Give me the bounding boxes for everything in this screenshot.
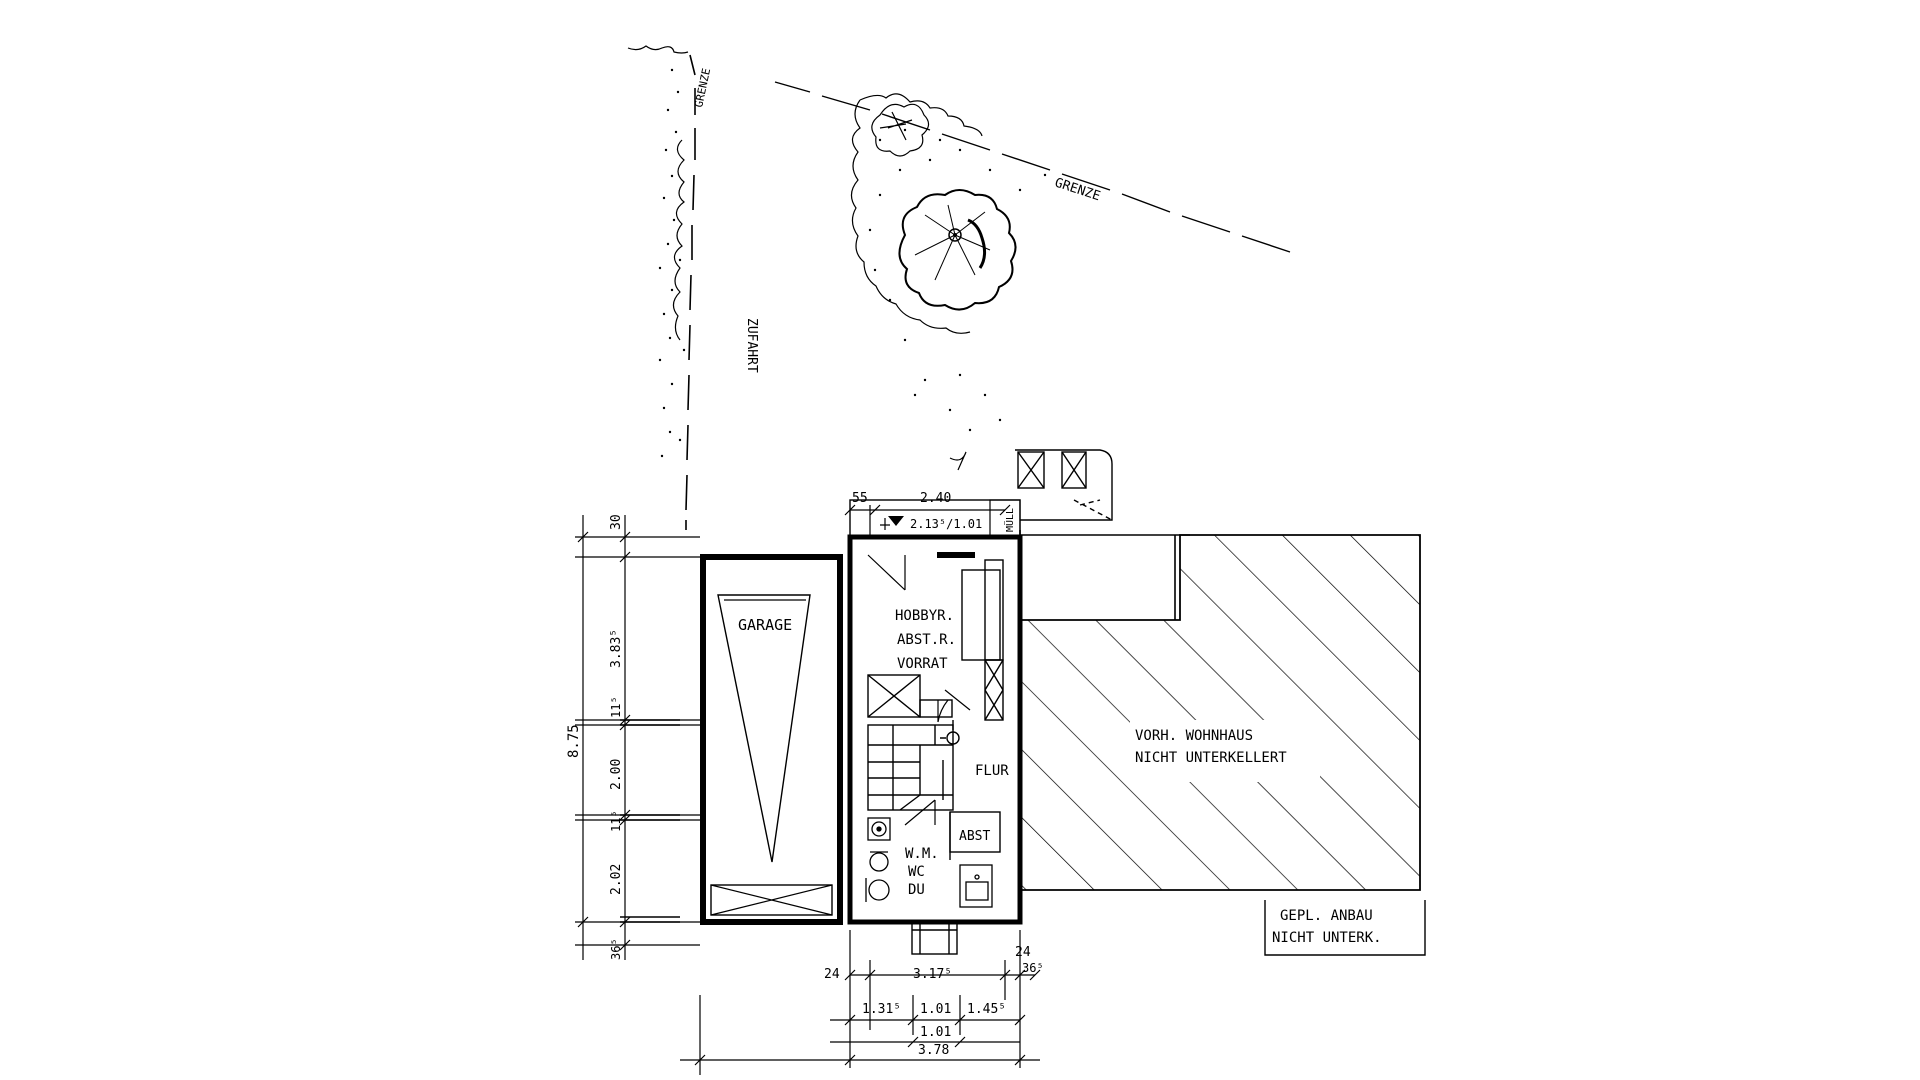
dim-b-365: 36⁵ (1022, 961, 1044, 975)
window-well (911, 921, 958, 955)
vegetation-dots-left (658, 68, 686, 458)
planned-extension-label-1: GEPL. ANBAU (1280, 908, 1373, 924)
left-dimension-chain (575, 515, 700, 960)
garage (700, 554, 843, 925)
dim-total-875: 8.75 (566, 724, 582, 758)
room-label-du: DU (908, 882, 925, 898)
garage-side-markers (620, 719, 680, 923)
garage-label: GARAGE (738, 616, 792, 634)
room-label-abst: ABST (959, 829, 990, 844)
muell-label: MÜLL (1003, 508, 1016, 532)
dim-top-240: 2.40 (920, 491, 951, 506)
room-label-hobby-3: VORRAT (897, 656, 948, 672)
dim-b-24-right: 24 (1015, 945, 1031, 960)
dim-v-3835: 3.83⁵ (609, 629, 624, 668)
existing-house-label-1: VORH. WOHNHAUS (1135, 728, 1253, 744)
storage-shelves (867, 559, 1004, 721)
abst-room (949, 811, 1001, 860)
existing-house-label-2: NICHT UNTERKELLERT (1135, 750, 1287, 766)
dim-b-101b: 1.01 (920, 1025, 951, 1040)
dim-level: 2.13⁵/1.01 (910, 517, 982, 531)
dim-v-115a: 11⁵ (609, 696, 623, 718)
top-dimension-lines (844, 504, 1011, 530)
entrance-steps (949, 449, 1113, 521)
dim-b-378: 3.78 (918, 1043, 949, 1058)
planned-extension-label-2: NICHT UNTERK. (1272, 930, 1382, 946)
room-label-wc: WC (908, 864, 925, 880)
dim-b-101a: 1.01 (920, 1002, 951, 1017)
dim-v-200: 2.00 (609, 759, 624, 790)
room-label-wm: W.M. (905, 846, 939, 862)
dim-b-1455: 1.45⁵ (967, 1002, 1006, 1017)
dim-top-55: 55 (852, 491, 868, 506)
dim-v-115b: 11⁵ (609, 810, 623, 832)
room-label-hobby-2: ABST.R. (897, 632, 956, 648)
sanitary-fixtures (865, 817, 993, 908)
dim-b-3175: 3.17⁵ (913, 967, 952, 982)
room-label-hobby-1: HOBBYR. (895, 608, 954, 624)
property-boundary-right (774, 81, 1291, 253)
door-swings (904, 689, 971, 826)
planned-extension-box (1264, 900, 1426, 956)
room-label-flur: FLUR (975, 763, 1009, 779)
planting-bed (850, 93, 1047, 432)
existing-house (1019, 530, 1421, 891)
dim-v-30: 30 (609, 514, 624, 530)
shrub-icon (871, 103, 930, 157)
bottom-dimension-chain (680, 930, 1041, 1075)
staircase (867, 720, 960, 811)
property-boundary-left (627, 45, 696, 530)
dim-b-1315: 1.31⁵ (862, 1002, 901, 1017)
dim-v-202: 2.02 (609, 864, 624, 895)
level-marker-icon (888, 516, 904, 526)
zufahrt-label: ZUFAHRT (744, 318, 759, 373)
tree-icon (898, 189, 1017, 311)
dim-v-365: 36⁵ (609, 938, 623, 960)
dim-b-24-left: 24 (824, 967, 840, 982)
